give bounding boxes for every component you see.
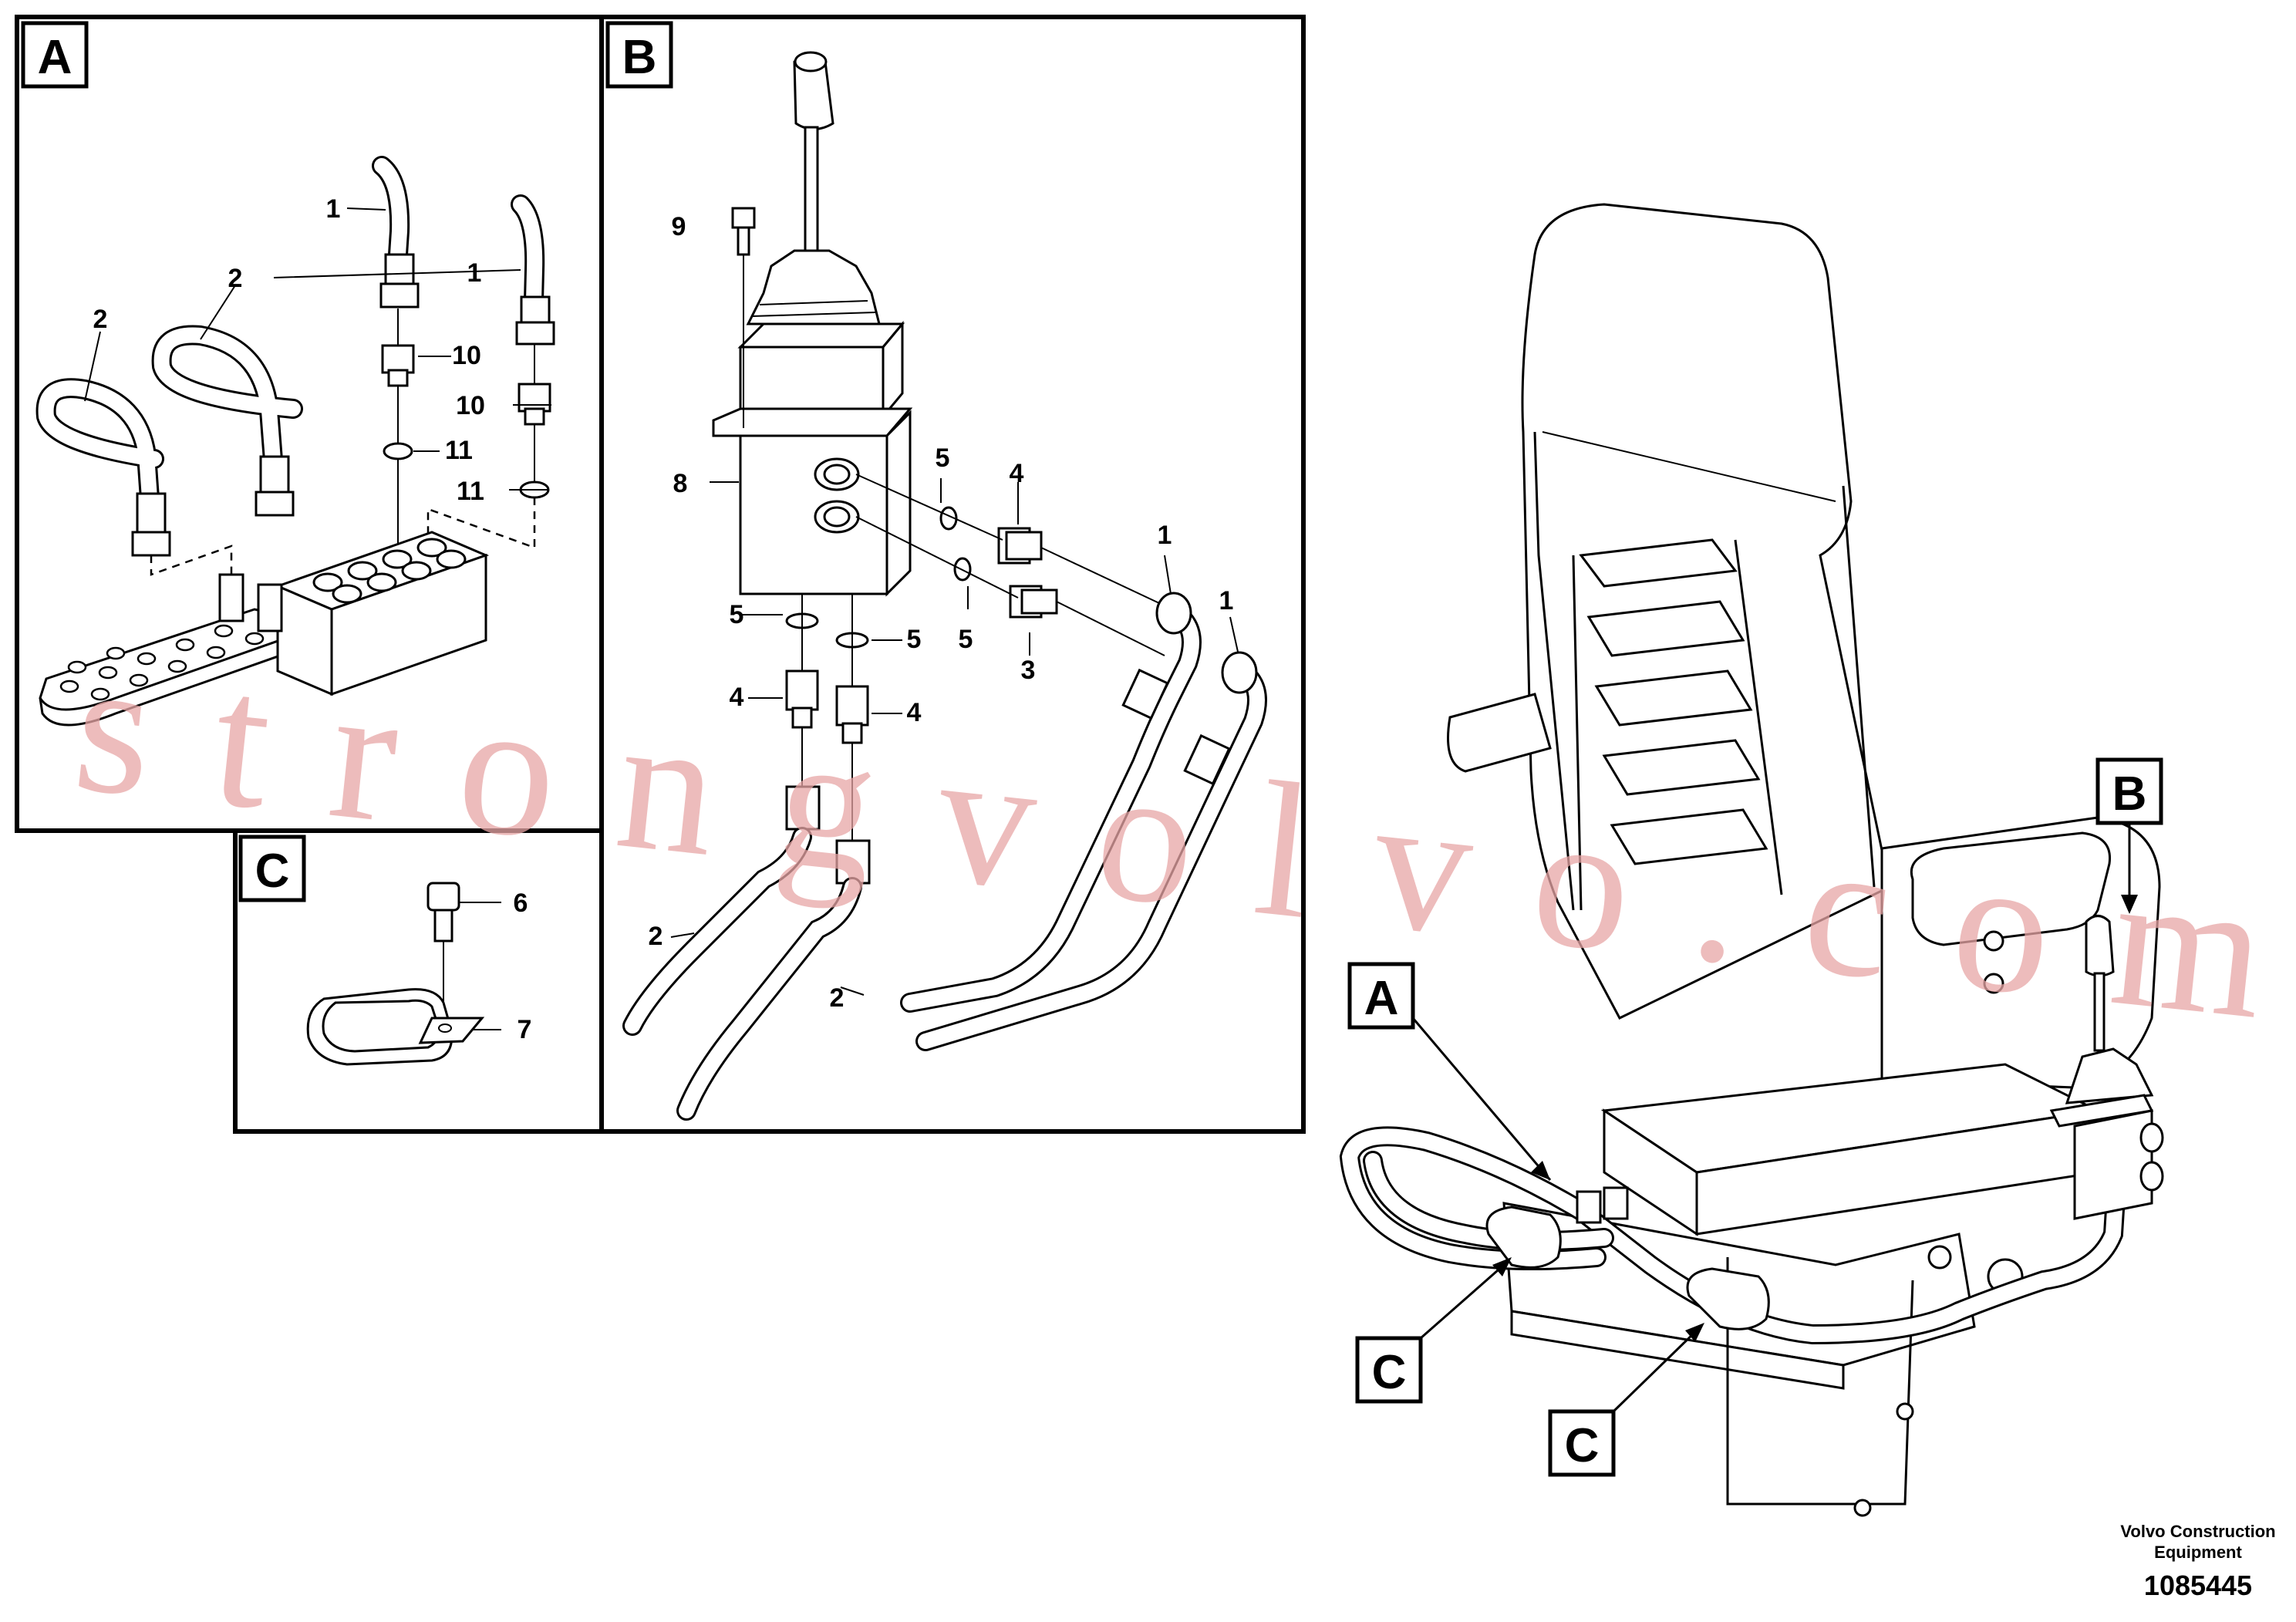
callout-b-9: 9 (672, 212, 686, 241)
callout-b-4-bottom-left: 4 (730, 683, 744, 712)
callout-b-5-bottom-right: 5 (907, 625, 922, 654)
callout-b-1-right: 1 (1219, 586, 1234, 615)
callout-c-6: 6 (514, 889, 528, 918)
credit-line-2: Equipment (2154, 1543, 2242, 1562)
svg-text:B: B (2112, 767, 2147, 821)
callout-a-2-right: 2 (228, 264, 243, 293)
overview-tag-c-right: C (1548, 1323, 1704, 1477)
callout-b-4-bottom-right: 4 (907, 698, 922, 727)
svg-text:A: A (38, 31, 72, 84)
callout-b-2-right: 2 (830, 983, 845, 1013)
panel-b-drawing (622, 51, 1267, 1121)
callout-b-8: 8 (673, 469, 688, 498)
panel-a-tag: A (21, 21, 89, 89)
callout-b-5-top: 5 (936, 443, 950, 473)
callout-a-10-right: 10 (456, 391, 485, 420)
callout-a-11-left: 11 (445, 436, 473, 465)
callout-b-4-top: 4 (1010, 459, 1024, 488)
callout-a-11-right: 11 (457, 477, 484, 506)
credit-line-1: Volvo Construction (2120, 1522, 2275, 1541)
callout-b-3: 3 (1021, 656, 1036, 685)
callout-b-2-left: 2 (649, 922, 663, 951)
panel-b-tag: B (605, 21, 673, 89)
callout-a-1-left: 1 (326, 194, 341, 224)
svg-text:C: C (1372, 1346, 1407, 1399)
panel-c-tag: C (238, 835, 306, 902)
callout-a-10-left: 10 (452, 341, 481, 370)
svg-text:C: C (1565, 1419, 1600, 1472)
seat-overview-drawing (1339, 203, 2164, 1517)
callout-a-2-left: 2 (93, 305, 108, 334)
callout-a-1-right: 1 (467, 258, 482, 288)
panel-c-drawing (306, 882, 501, 1066)
overview-tag-b: B (2095, 757, 2163, 914)
svg-text:A: A (1364, 972, 1399, 1025)
overview-tag-c-left: C (1355, 1257, 1512, 1404)
callout-b-5-side: 5 (959, 625, 973, 654)
svg-text:C: C (255, 845, 290, 898)
callout-b-1-left: 1 (1158, 521, 1172, 550)
panel-c-frame (233, 828, 604, 1134)
overview-tag-a: A (1347, 962, 1552, 1181)
callout-c-7: 7 (518, 1015, 532, 1044)
callout-b-5-bottom-left: 5 (730, 600, 744, 629)
svg-text:B: B (622, 31, 657, 84)
panel-a-drawing (35, 156, 555, 727)
diagram-number: 1085445 (2144, 1570, 2252, 1601)
panel-b-frame (599, 15, 1306, 1134)
